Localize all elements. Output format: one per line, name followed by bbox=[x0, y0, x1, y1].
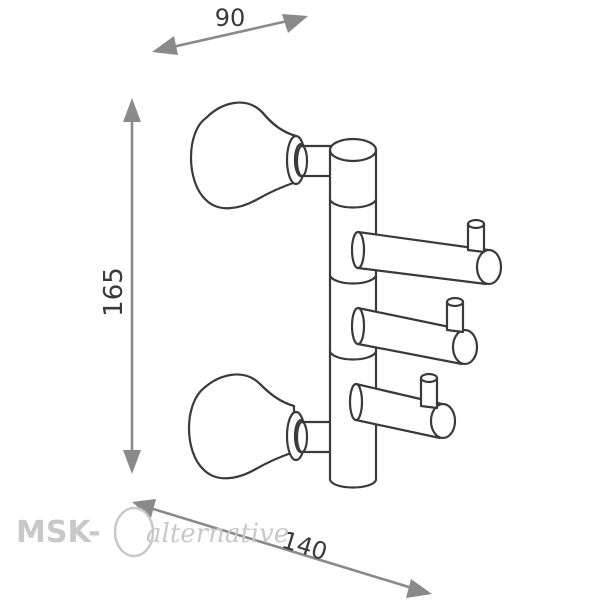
height-dimension-label: 165 bbox=[99, 267, 129, 317]
depth-dimension-line bbox=[149, 506, 413, 590]
pole-joint-3 bbox=[328, 350, 378, 361]
lower-wall-flange bbox=[188, 373, 336, 480]
width-dimension-line bbox=[167, 18, 293, 50]
watermark-script: alternative bbox=[146, 519, 289, 549]
pole-joint-2 bbox=[328, 274, 378, 285]
hook-arm-bottom-end bbox=[429, 402, 457, 440]
hook-arm-middle-end bbox=[451, 328, 479, 366]
watermark-logo-ring bbox=[113, 506, 155, 558]
hook-arm-middle[interactable] bbox=[350, 296, 479, 366]
hook-arm-bottom[interactable] bbox=[348, 372, 457, 440]
lower-flange-body bbox=[188, 373, 296, 480]
height-arrow-top bbox=[123, 98, 141, 122]
height-dimension: 165 bbox=[99, 98, 141, 474]
pole-joint-1 bbox=[328, 198, 378, 209]
width-dimension: 90 bbox=[152, 4, 308, 55]
width-arrow-left bbox=[152, 36, 178, 55]
height-arrow-bottom bbox=[123, 450, 141, 474]
upper-flange-body bbox=[190, 101, 298, 210]
width-dimension-label: 90 bbox=[215, 4, 246, 32]
pole-top-cap bbox=[328, 137, 378, 163]
depth-arrow-left bbox=[132, 499, 156, 518]
width-arrow-right bbox=[282, 14, 308, 33]
watermark-brand: MSK- bbox=[16, 515, 101, 550]
hook-arm-top[interactable] bbox=[350, 218, 503, 286]
upper-wall-flange bbox=[190, 101, 338, 210]
depth-arrow-right bbox=[406, 579, 432, 598]
watermark: MSK- alternative bbox=[16, 506, 289, 558]
hook-arm-top-end bbox=[475, 248, 503, 286]
